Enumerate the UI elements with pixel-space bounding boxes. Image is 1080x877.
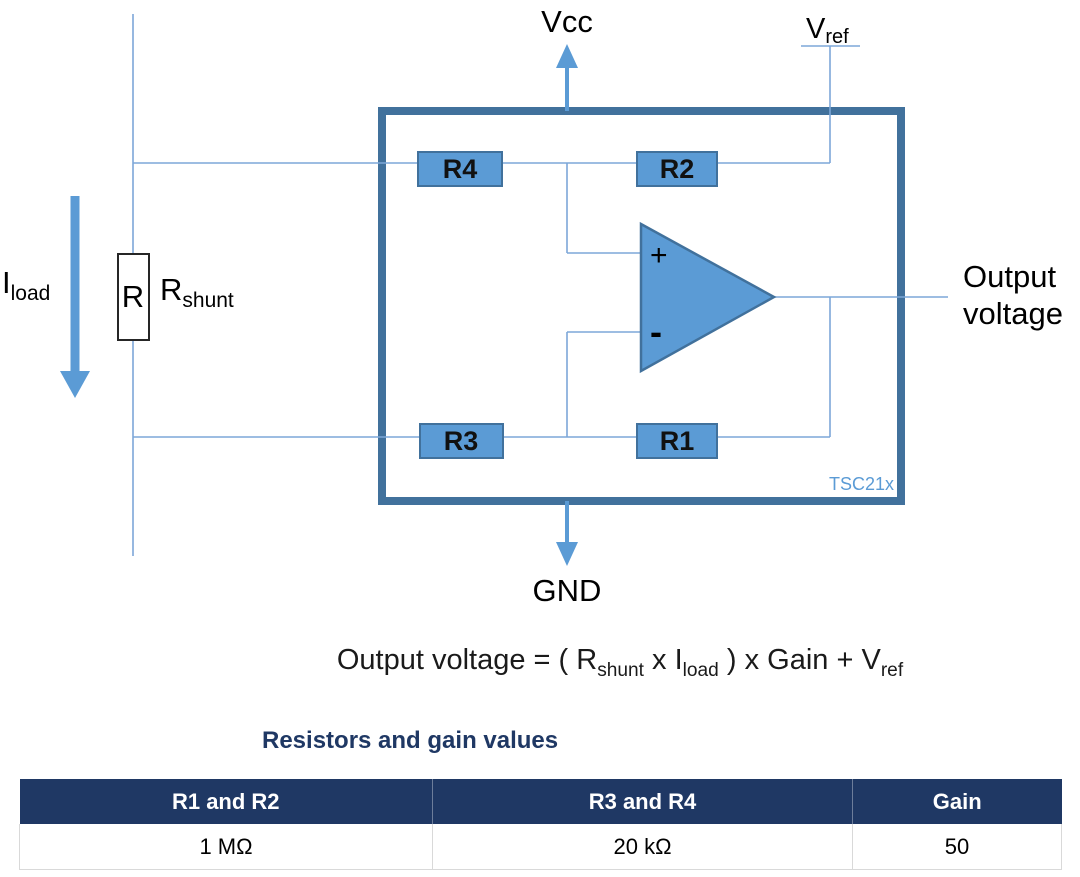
vref-label: Vref bbox=[806, 13, 849, 48]
resistor-r1-box bbox=[636, 423, 718, 459]
table-cell-r3-r4-value: 20 kΩ bbox=[432, 824, 853, 870]
resistor-r4-label: R4 bbox=[443, 154, 478, 184]
table-cell-r1-r2-value: 1 MΩ bbox=[19, 824, 433, 870]
chip-name-label: TSC21x bbox=[829, 474, 894, 494]
table-title: Resistors and gain values bbox=[262, 727, 559, 754]
vref-label-base: V bbox=[806, 13, 826, 45]
opamp: + - bbox=[639, 221, 777, 374]
iload-label-base: I bbox=[2, 265, 11, 300]
opamp-plus-sign: + bbox=[650, 239, 668, 272]
resistor-r2: R2 bbox=[636, 151, 718, 187]
output-label-line1: Output bbox=[963, 259, 1056, 294]
gnd-arrow bbox=[556, 501, 578, 566]
formula-sub-ref: ref bbox=[880, 659, 904, 681]
iload-label-sub: load bbox=[11, 282, 51, 305]
formula-sub-shunt: shunt bbox=[597, 659, 644, 681]
resistor-r3-label: R3 bbox=[444, 426, 479, 456]
wires bbox=[132, 14, 948, 556]
shunt-resistor: R bbox=[117, 253, 150, 341]
resistor-r4-box bbox=[417, 151, 503, 187]
iload-arrow bbox=[60, 196, 90, 398]
output-voltage-formula: Output voltage = ( Rshunt x Iload ) x Ga… bbox=[160, 644, 1080, 682]
vcc-arrow bbox=[556, 44, 578, 111]
formula-part1: Output voltage = ( R bbox=[336, 644, 598, 676]
table-header-r3-r4: R3 and R4 bbox=[432, 779, 853, 824]
circuit-diagram: R4 R2 R3 R1 + - R Vcc Vref GND Iload Rsh… bbox=[2, 4, 1063, 608]
resistor-r1: R1 bbox=[636, 423, 718, 459]
resistor-r4: R4 bbox=[417, 151, 503, 187]
gnd-arrow-head bbox=[556, 542, 578, 566]
opamp-minus-sign: - bbox=[650, 311, 662, 352]
table-header-r1-r2: R1 and R2 bbox=[19, 779, 433, 824]
rshunt-label-sub: shunt bbox=[182, 289, 234, 312]
resistor-r3: R3 bbox=[419, 423, 504, 459]
table-header-gain: Gain bbox=[852, 779, 1062, 824]
rshunt-label-base: R bbox=[160, 272, 182, 307]
resistor-r2-box bbox=[636, 151, 718, 187]
table-value-row: 1 MΩ 20 kΩ 50 bbox=[19, 824, 1062, 870]
shunt-resistor-symbol: R bbox=[122, 279, 144, 314]
shunt-resistor-box bbox=[117, 253, 150, 341]
vref-label-sub: ref bbox=[825, 26, 849, 48]
iload-label: Iload bbox=[2, 265, 50, 305]
formula-sub-load: load bbox=[682, 659, 719, 681]
vcc-label: Vcc bbox=[541, 4, 593, 39]
output-label-line2: voltage bbox=[963, 296, 1063, 331]
opamp-triangle bbox=[639, 221, 777, 374]
vcc-arrow-head bbox=[556, 44, 578, 68]
resistor-gain-table: R1 and R2 R3 and R4 Gain 1 MΩ 20 kΩ 50 bbox=[19, 779, 1062, 870]
resistor-r1-label: R1 bbox=[660, 426, 695, 456]
resistor-r2-label: R2 bbox=[660, 154, 695, 184]
resistor-r3-box bbox=[419, 423, 504, 459]
formula-part3: ) x Gain + V bbox=[718, 644, 881, 676]
iload-arrow-head bbox=[60, 371, 90, 398]
formula-part2: x I bbox=[643, 644, 683, 676]
table-cell-gain-value: 50 bbox=[852, 824, 1062, 870]
gnd-label: GND bbox=[533, 573, 602, 608]
table-header-row: R1 and R2 R3 and R4 Gain bbox=[19, 779, 1062, 824]
rshunt-label: Rshunt bbox=[160, 272, 234, 312]
